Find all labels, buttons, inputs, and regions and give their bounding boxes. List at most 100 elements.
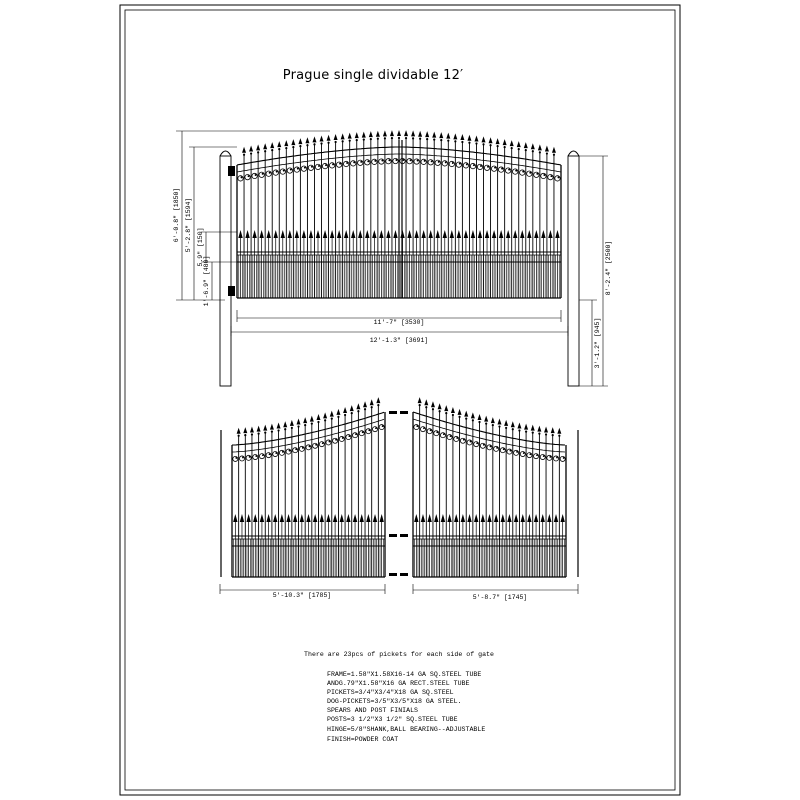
spear-icon: [239, 514, 245, 522]
scroll-ornament: [378, 158, 385, 165]
scroll-ornament: [235, 456, 238, 459]
scroll-ornament: [293, 166, 300, 173]
right-post: [567, 155, 580, 387]
spear-collar: [341, 140, 344, 143]
spear-icon: [249, 426, 254, 433]
spear-icon: [263, 424, 268, 431]
scroll-ornament: [465, 163, 468, 166]
scroll-ornament: [240, 176, 243, 179]
spear-icon: [463, 230, 469, 238]
assembled-gate: 11′-7″ [3530] 12′-1.3″ [3691] 6′-0.8″ [1…: [173, 130, 612, 387]
scroll-ornament: [430, 160, 433, 163]
scroll-ornament: [339, 162, 342, 165]
spear-icon: [470, 412, 475, 419]
dim-overall-height: 6′-0.8″ [1850]: [173, 188, 180, 243]
spear-icon: [256, 144, 261, 151]
spec-list: FRAME=1.58″X1.58X16-14 GA SQ.STEEL TUBE …: [327, 671, 485, 743]
spear-collar: [397, 136, 401, 140]
spear-icon: [336, 408, 341, 415]
scroll-ornament: [522, 170, 525, 173]
spear-collar: [531, 431, 534, 434]
spear-icon: [245, 230, 250, 238]
scroll-ornament: [526, 170, 533, 177]
spear-icon: [252, 230, 257, 238]
spear-icon: [533, 514, 539, 522]
spear-icon: [439, 132, 444, 139]
scroll-ornament: [512, 168, 519, 175]
scroll-ornament: [325, 164, 328, 167]
scroll-ornament: [259, 453, 265, 460]
spear-icon: [352, 514, 358, 522]
scroll-ornament: [357, 159, 364, 166]
spear-collar: [270, 430, 274, 433]
spear-collar: [461, 140, 464, 144]
spear-collar: [431, 408, 435, 411]
scroll-ornament: [315, 443, 318, 446]
scroll-ornament: [536, 172, 539, 175]
spear-icon: [477, 413, 482, 420]
spear-icon: [435, 230, 440, 238]
spear-collar: [350, 412, 353, 415]
scroll-ornament: [402, 159, 405, 162]
scroll-ornament: [355, 433, 357, 436]
spear-collar: [538, 151, 541, 154]
spear-collar: [284, 428, 287, 431]
scroll-ornament: [239, 455, 245, 462]
spear-icon: [467, 134, 472, 141]
spear-icon: [523, 142, 528, 149]
scroll-ornament: [462, 438, 465, 441]
spear-icon: [534, 230, 539, 238]
spear-icon: [386, 230, 391, 238]
scroll-ornament: [448, 160, 455, 168]
spear-icon: [279, 514, 285, 522]
scroll-ornament: [367, 160, 370, 163]
spear-icon: [379, 230, 384, 238]
scroll-ornament: [413, 424, 420, 430]
spear-collar: [369, 137, 372, 141]
spear-collar: [503, 145, 506, 149]
spear-icon: [294, 230, 300, 238]
dim-outer-width: 12′-1.3″ [3691]: [370, 337, 429, 344]
spear-icon: [323, 412, 328, 419]
spear-icon: [453, 133, 458, 140]
scroll-ornament: [265, 170, 272, 177]
spear-icon: [246, 514, 251, 522]
spear-collar: [355, 138, 358, 142]
spear-icon: [366, 514, 371, 522]
spear-icon: [343, 230, 349, 238]
scroll-ornament: [272, 451, 279, 457]
spear-icon: [474, 135, 479, 142]
spear-collar: [306, 144, 309, 147]
spear-icon: [233, 514, 238, 522]
spear-icon: [440, 514, 446, 522]
scroll-ornament: [251, 172, 258, 180]
scroll-ornament: [361, 431, 364, 434]
scroll-ornament: [265, 452, 272, 459]
scroll-ornament: [285, 448, 292, 455]
spear-icon: [520, 230, 525, 238]
spear-collar: [357, 410, 360, 413]
spear-icon: [504, 419, 509, 426]
scroll-ornament: [509, 449, 512, 452]
scroll-ornament: [343, 160, 350, 168]
spear-icon: [513, 230, 518, 238]
spear-collar: [324, 419, 327, 422]
spear-collar: [404, 137, 408, 140]
scroll-ornament: [427, 159, 434, 166]
spear-collar: [419, 137, 422, 140]
spear-collar: [440, 138, 443, 142]
spear-icon: [319, 514, 325, 522]
spear-collar: [505, 426, 508, 430]
spear-collar: [257, 432, 260, 435]
spear-collar: [348, 139, 351, 142]
scroll-ornament: [446, 434, 453, 441]
spear-icon: [537, 425, 542, 432]
spear-collar: [496, 145, 499, 148]
spear-collar: [334, 140, 337, 144]
scroll-ornament: [429, 429, 432, 432]
scroll-ornament: [374, 159, 377, 162]
scroll-ornament: [332, 163, 335, 166]
spear-collar: [426, 137, 429, 141]
hinge-icon: [389, 411, 397, 414]
scroll-ornament: [268, 453, 271, 456]
